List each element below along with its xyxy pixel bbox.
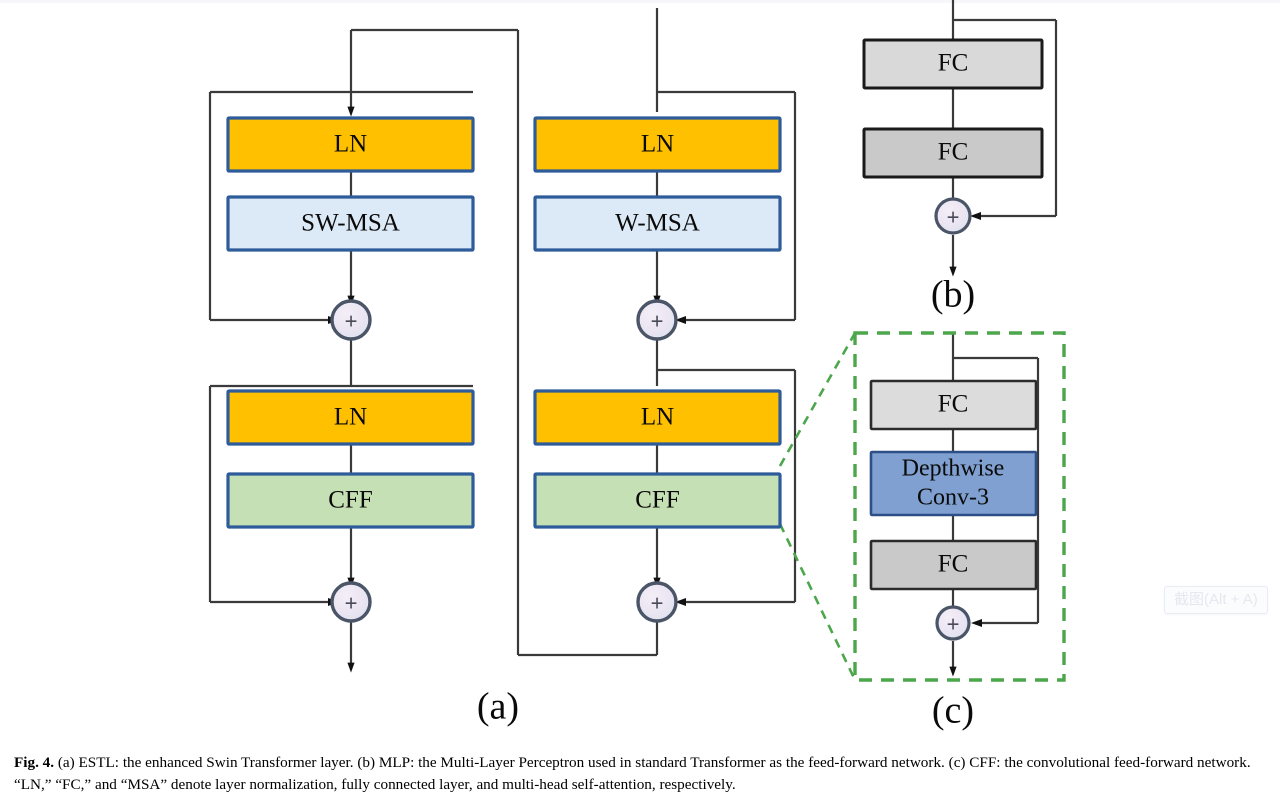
panel-b-label: (b)	[931, 274, 975, 316]
panel-c-blocks: FC Depthwise Conv-3 FC + (c)	[869, 379, 1038, 732]
top-strip	[0, 0, 1280, 3]
block-label: LN	[334, 131, 367, 158]
block-label: LN	[334, 404, 367, 431]
plus-icon: +	[947, 205, 960, 230]
adder-b[interactable]: +	[934, 197, 972, 235]
figure-caption-text: (a) ESTL: the enhanced Swin Transformer …	[14, 754, 1251, 793]
block-fc-2[interactable]: FC	[862, 127, 1044, 179]
figure-number: Fig. 4.	[14, 754, 55, 771]
adder-a-right-1[interactable]: +	[636, 299, 678, 341]
adder-a-left-1[interactable]: +	[330, 299, 372, 341]
block-label-line1: Depthwise	[902, 456, 1005, 482]
plus-icon: +	[947, 612, 960, 637]
block-depthwise-conv-3[interactable]: Depthwise Conv-3	[869, 450, 1038, 517]
block-ln-3[interactable]: LN	[533, 116, 782, 173]
plus-icon: +	[345, 591, 358, 616]
block-sw-msa[interactable]: SW-MSA	[226, 195, 475, 252]
adder-a-right-2[interactable]: +	[636, 581, 678, 623]
panel-c-wires	[949, 334, 1040, 677]
panel-c-dashed-border	[853, 331, 1066, 682]
panel-a-right-blocks: LN W-MSA LN CFF + +	[533, 116, 782, 623]
plus-icon: +	[651, 591, 664, 616]
block-label: FC	[938, 551, 969, 578]
block-label: FC	[938, 391, 969, 418]
zoom-leader-lines	[778, 332, 857, 681]
screenshot-tooltip-watermark: 截图(Alt + A)	[1164, 586, 1268, 614]
screenshot-tooltip-text: 截图(Alt + A)	[1174, 591, 1258, 608]
panel-a-left-wires	[208, 30, 473, 673]
adder-a-left-2[interactable]: +	[330, 581, 372, 623]
figure-diagram: LN SW-MSA LN CFF + +	[208, 0, 1066, 732]
block-label: CFF	[635, 487, 679, 514]
panel-c-label: (c)	[932, 690, 974, 732]
block-w-msa[interactable]: W-MSA	[533, 195, 782, 252]
block-cff-2[interactable]: CFF	[533, 472, 782, 529]
block-fc-1[interactable]: FC	[862, 38, 1044, 90]
block-fc-3[interactable]: FC	[869, 379, 1038, 431]
block-ln-1[interactable]: LN	[226, 116, 475, 173]
block-label-line2: Conv-3	[917, 485, 989, 511]
block-ln-4[interactable]: LN	[533, 389, 782, 446]
block-label: LN	[641, 131, 674, 158]
plus-icon: +	[345, 309, 358, 334]
panel-a-label: (a)	[477, 686, 519, 728]
block-label: W-MSA	[615, 210, 700, 237]
block-label: FC	[938, 139, 969, 166]
figure-caption: Fig. 4. (a) ESTL: the enhanced Swin Tran…	[14, 752, 1266, 796]
plus-icon: +	[651, 309, 664, 334]
adder-c[interactable]: +	[935, 605, 971, 641]
block-label: LN	[641, 404, 674, 431]
panel-b-wires	[949, 0, 1058, 277]
block-fc-4[interactable]: FC	[869, 539, 1038, 591]
block-label: CFF	[328, 487, 372, 514]
panel-b-blocks: FC FC + (b)	[862, 38, 1044, 316]
block-cff-1[interactable]: CFF	[226, 472, 475, 529]
panel-a-right-wires	[351, 8, 797, 657]
block-label: SW-MSA	[301, 210, 400, 237]
block-label: FC	[938, 50, 969, 77]
block-ln-2[interactable]: LN	[226, 389, 475, 446]
panel-a-left-blocks: LN SW-MSA LN CFF + +	[226, 116, 475, 623]
